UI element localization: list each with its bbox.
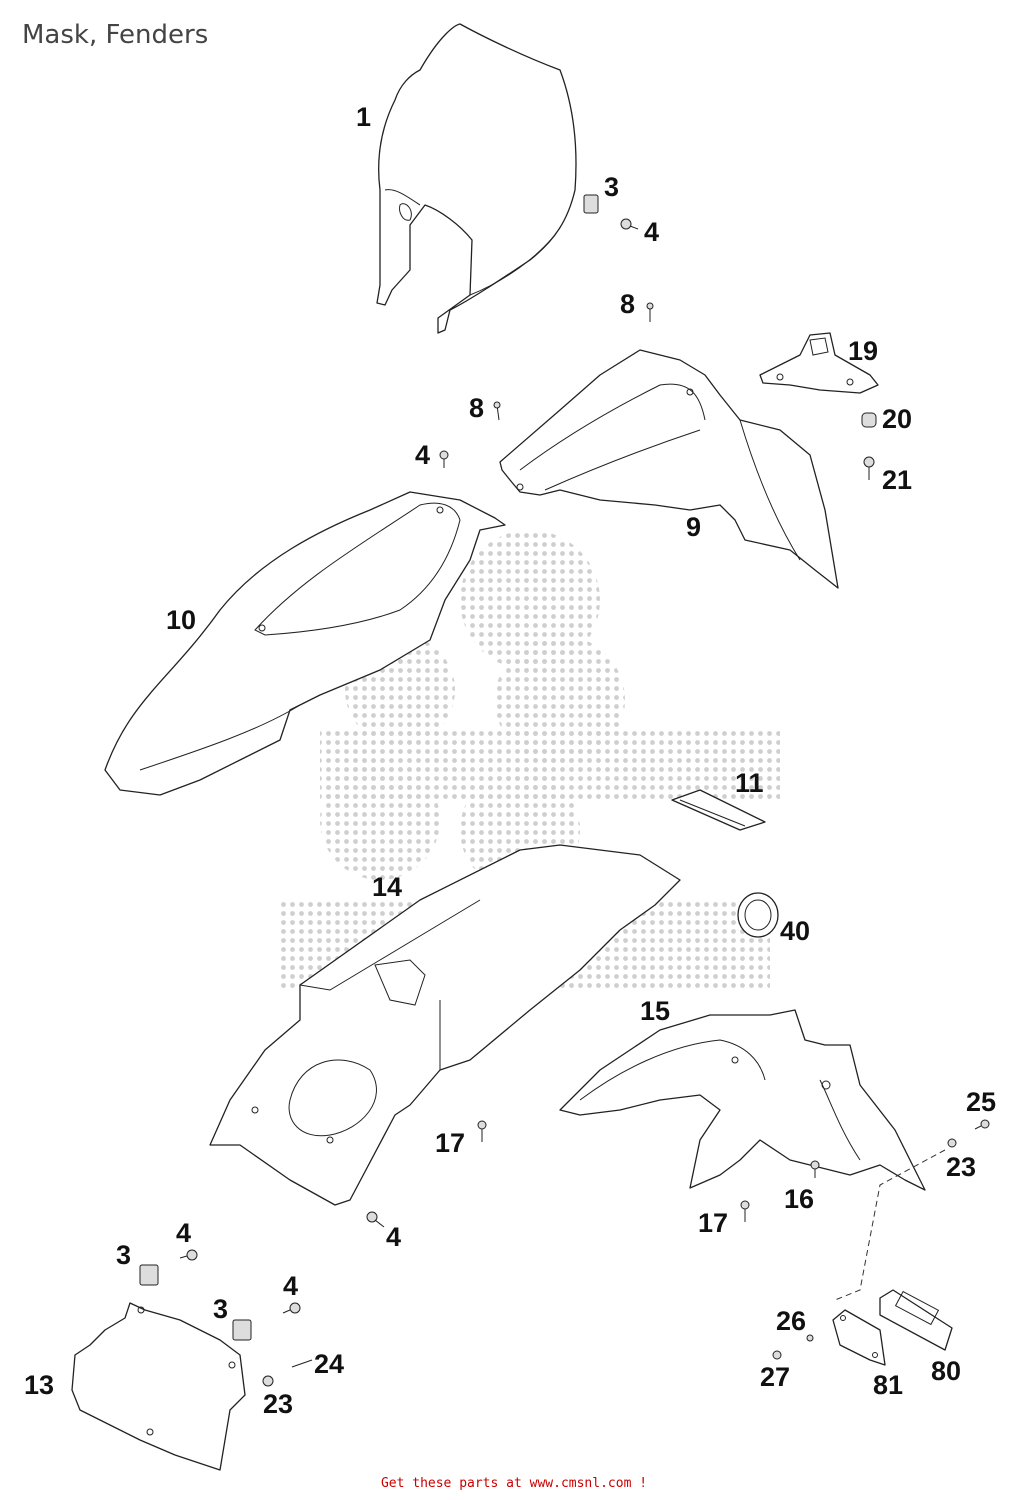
callout-3: 3 [116,1240,131,1270]
callout-4: 4 [386,1222,401,1252]
screw-8-top[interactable] [646,302,654,322]
screw-8-mid[interactable] [493,401,501,421]
part-11-sticker[interactable] [671,789,766,831]
part-3-clip-right[interactable] [232,1319,252,1341]
callout-3: 3 [213,1294,228,1324]
callout-19: 19 [848,336,878,366]
washer-23-right[interactable] [947,1138,957,1148]
callout-21: 21 [882,465,912,495]
part-9-front-fender[interactable] [499,349,839,589]
part-1-mask[interactable] [376,23,577,334]
callout-14: 14 [372,872,402,902]
callout-13: 13 [24,1370,54,1400]
part-80-license-light[interactable] [879,1289,953,1351]
callout-23: 23 [263,1389,293,1419]
callout-10: 10 [166,605,196,635]
callout-16: 16 [784,1184,814,1214]
screw-17-right[interactable] [740,1200,750,1222]
callout-8: 8 [469,393,484,423]
callout-8: 8 [620,289,635,319]
callout-4: 4 [283,1271,298,1301]
part-19-bracket[interactable] [759,332,879,394]
screw-4-top[interactable] [620,218,639,230]
callout-4: 4 [176,1218,191,1248]
part-21-bolt[interactable] [863,456,875,480]
callout-3: 3 [604,172,619,202]
part-40-cap[interactable] [737,892,779,938]
callout-81: 81 [873,1370,903,1400]
part-3-clip-left[interactable] [139,1264,159,1286]
screw-4-mid[interactable] [439,450,449,468]
part-15-front-fender-lower[interactable] [559,1009,926,1191]
callout-17: 17 [698,1208,728,1238]
screw-4-rear[interactable] [366,1211,385,1228]
part-13-plate-mount[interactable] [71,1302,246,1471]
part-23-washer-left[interactable] [262,1375,274,1387]
screw-16[interactable] [810,1160,820,1178]
callout-17: 17 [435,1128,465,1158]
part-14-rear-splash[interactable] [209,844,681,1206]
part-20-nut[interactable] [861,412,877,428]
callout-40: 40 [780,916,810,946]
part-26-washer[interactable] [806,1334,814,1342]
callout-15: 15 [640,996,670,1026]
part-10-rear-fender[interactable] [104,491,506,796]
part-81-bracket[interactable] [832,1309,886,1366]
callout-4: 4 [644,217,659,247]
screw-25[interactable] [974,1119,990,1130]
callout-1: 1 [356,102,371,132]
screw-17-left[interactable] [477,1120,487,1142]
callout-24: 24 [314,1349,344,1379]
page-title: Mask, Fenders [22,20,209,50]
part-4-screw-left[interactable] [179,1249,198,1261]
clip-3-top[interactable] [583,194,599,214]
callout-4: 4 [415,440,430,470]
part-27-nut[interactable] [772,1350,782,1360]
callout-26: 26 [776,1306,806,1336]
callout-25: 25 [966,1087,996,1117]
footer-link[interactable]: Get these parts at www.cmsnl.com ! [380,1476,648,1491]
callout-9: 9 [686,512,701,542]
callout-23: 23 [946,1152,976,1182]
part-24-screw[interactable] [291,1359,313,1368]
callout-11: 11 [735,768,764,798]
callout-27: 27 [760,1362,790,1392]
callout-80: 80 [931,1356,961,1386]
callout-labels: 1 3 4 8 19 8 20 4 21 9 10 11 14 40 15 25… [24,102,996,1419]
part-4-screw-right[interactable] [282,1302,301,1314]
callout-20: 20 [882,404,912,434]
